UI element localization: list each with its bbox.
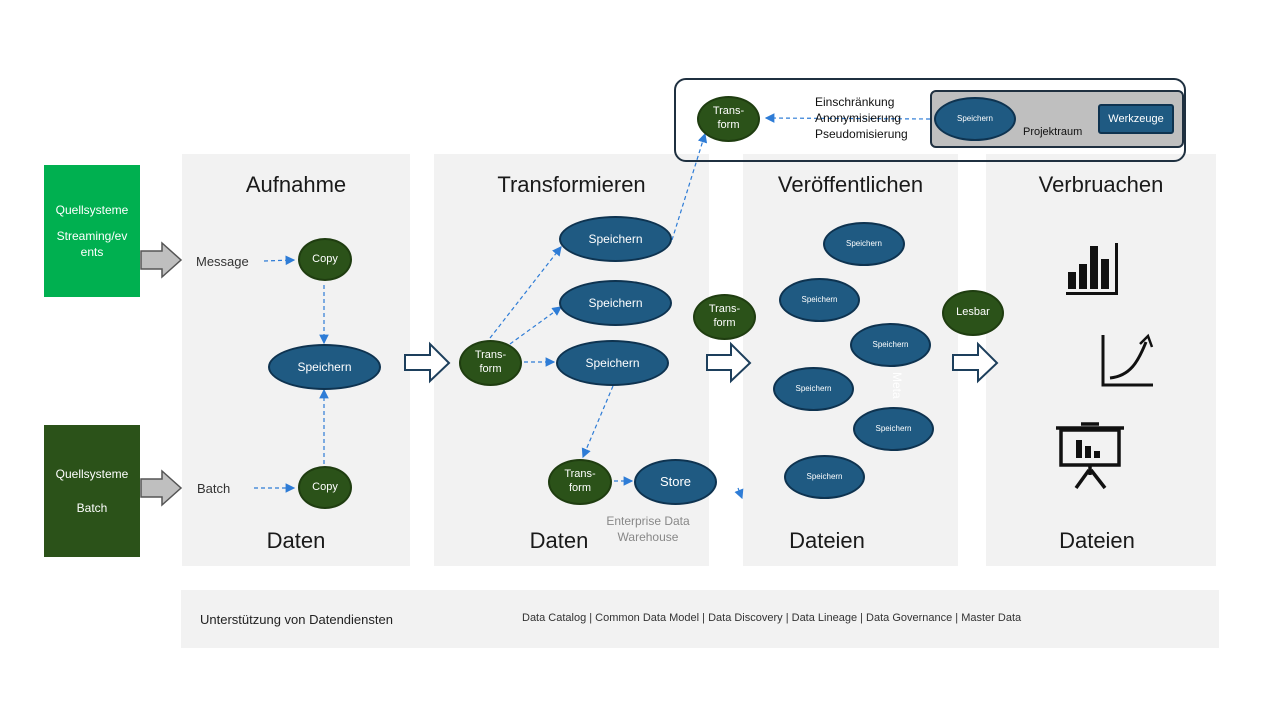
batch-label: Batch (197, 481, 231, 496)
edw-label: Enterprise Data Warehouse (606, 514, 690, 544)
source-batch-subtitle: Batch (76, 501, 108, 515)
speichern-node-3[interactable]: Speichern (556, 340, 669, 386)
projekt-speichern-node[interactable]: Speichern (934, 97, 1016, 141)
store-node[interactable]: Store (634, 459, 717, 505)
flow-restriction-to-transform (764, 113, 931, 123)
flow-sp3-to-transform (581, 385, 614, 459)
support-services: Data Catalog | Common Data Model | Data … (522, 612, 1022, 624)
source-streaming-arrow (140, 241, 183, 279)
panel-title-aufnahme: Aufnahme (245, 172, 347, 197)
flow-edw-stub (734, 487, 744, 500)
stage-arrow-2 (706, 341, 752, 384)
flow-transform-to-sp1 (489, 246, 562, 339)
speichern-node-1[interactable]: Speichern (559, 216, 672, 262)
stage-arrow-1 (404, 341, 451, 384)
publish-speichern-5[interactable]: Speichern (853, 407, 934, 451)
restriction-item: Anonymisierung (815, 111, 902, 125)
panel-footer-veroeffentlichen: Dateien (789, 528, 865, 553)
source-streaming-subtitle: Streaming/ev ents (56, 228, 128, 260)
transform-node-main[interactable]: Trans- form (459, 340, 522, 386)
panel-verbrauchen (986, 154, 1216, 566)
transform-node-edw[interactable]: Trans- form (548, 459, 612, 505)
flow-sp1-to-projekt (671, 132, 708, 241)
panel-title-veroeffentlichen: Veröffentlichen (777, 172, 924, 197)
transform-node-publish[interactable]: Trans- form (693, 294, 756, 340)
source-streaming[interactable]: Quellsysteme Streaming/ev ents (44, 165, 140, 297)
restriction-item: Pseudomisierung (815, 127, 908, 141)
projekt-container (674, 78, 1186, 162)
flow-message-to-copy (263, 255, 296, 266)
projekt-transform-node[interactable]: Trans- form (697, 96, 760, 142)
source-streaming-title: Quellsysteme (55, 202, 129, 217)
restriction-list: Einschränkung Anonymisierung Pseudomisie… (815, 94, 908, 142)
presentation-board-icon (1056, 422, 1124, 490)
publish-speichern-6[interactable]: Speichern (784, 455, 865, 499)
panel-footer-transformieren: Daten (529, 528, 589, 553)
growth-chart-icon (1101, 333, 1154, 387)
panel-footer-verbrauchen: Dateien (1059, 528, 1135, 553)
copy-top-node[interactable]: Copy (298, 238, 352, 281)
publish-speichern-3[interactable]: Speichern (850, 323, 931, 367)
panel-footer-aufnahme: Daten (266, 528, 326, 553)
source-batch-title: Quellsysteme (55, 466, 129, 481)
copy-bottom-node[interactable]: Copy (298, 466, 352, 509)
speichern-node-2[interactable]: Speichern (559, 280, 672, 326)
restriction-item: Einschränkung (815, 95, 895, 109)
werkzeuge-button[interactable]: Werkzeuge (1098, 104, 1174, 134)
support-bar (181, 590, 1219, 648)
support-title: Unterstützung von Datendiensten (200, 612, 393, 627)
publish-speichern-4[interactable]: Speichern (773, 367, 854, 411)
publish-speichern-1[interactable]: Speichern (823, 222, 905, 266)
panel-title-verbrauchen: Verbruachen (1038, 172, 1164, 197)
lesbar-node[interactable]: Lesbar (942, 290, 1004, 336)
bar-chart-icon (1066, 243, 1118, 295)
aufnahme-speichern-node[interactable]: Speichern (268, 344, 381, 390)
message-label: Message (196, 254, 249, 269)
panel-title-transformieren: Transformieren (497, 172, 646, 197)
presentation-board-bars (1076, 440, 1100, 458)
flow-transform-to-sp2 (509, 306, 562, 345)
source-batch[interactable]: Quellsysteme Batch (44, 425, 140, 557)
stage-arrow-3 (952, 341, 999, 384)
projektraum-label: Projektraum (1023, 126, 1083, 138)
source-batch-arrow (140, 469, 183, 507)
publish-speichern-2[interactable]: Speichern (779, 278, 860, 322)
